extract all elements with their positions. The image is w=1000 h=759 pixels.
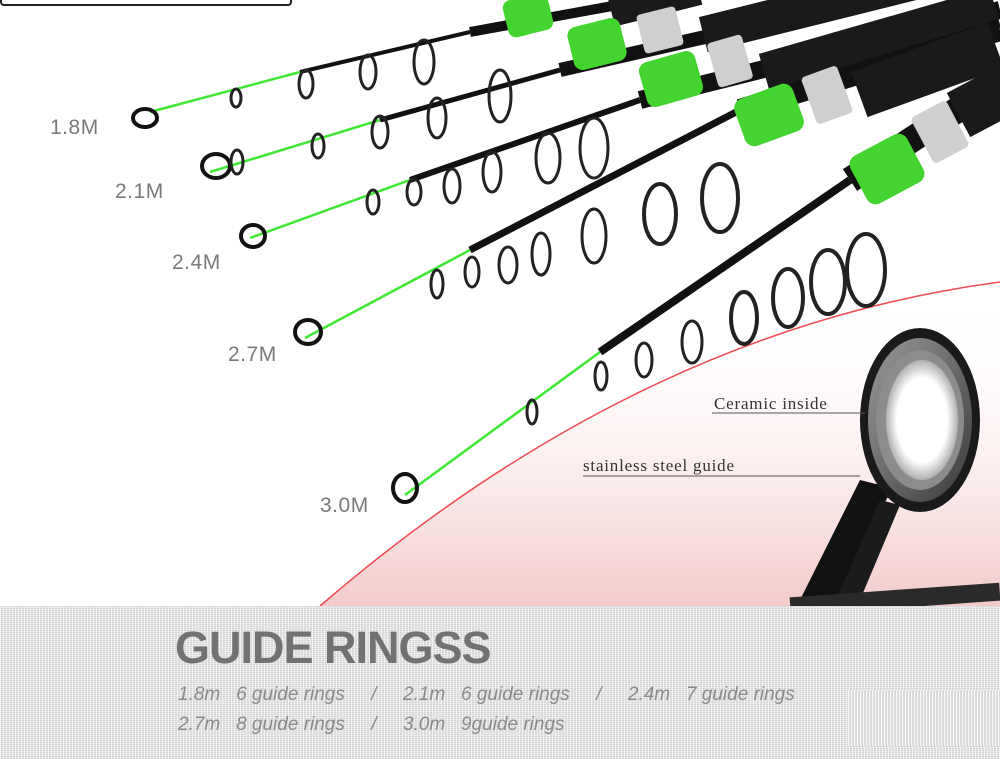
length-label-2-1m: 2.1M	[115, 180, 164, 203]
rod-2-1m	[200, 0, 922, 180]
rod-2-4m	[239, 0, 1000, 249]
spec-line-2: 2.7m 8 guide rings / 3.0m 9guide rings	[178, 714, 565, 735]
length-label-1-8m: 1.8M	[50, 116, 99, 139]
top-frame-edge	[0, 0, 292, 6]
banner-texture-block	[848, 690, 1000, 746]
steel-callout: stainless steel guide	[583, 456, 735, 475]
spec-line-1: 1.8m 6 guide rings / 2.1m 6 guide rings …	[178, 684, 795, 705]
length-label-2-4m: 2.4M	[172, 251, 221, 274]
info-banner	[0, 606, 1000, 759]
rod-2-7m	[293, 19, 1000, 346]
red-swoosh-edge	[319, 281, 1000, 607]
rod-3-0m	[391, 64, 1000, 504]
length-label-2-7m: 2.7M	[228, 343, 277, 366]
length-label-3-0m: 3.0M	[320, 494, 369, 517]
red-swoosh	[320, 282, 1000, 606]
ceramic-callout: Ceramic inside	[714, 394, 828, 413]
rod-1-8m	[131, 0, 703, 129]
banner-title: GUIDE RINGSS	[175, 622, 492, 673]
